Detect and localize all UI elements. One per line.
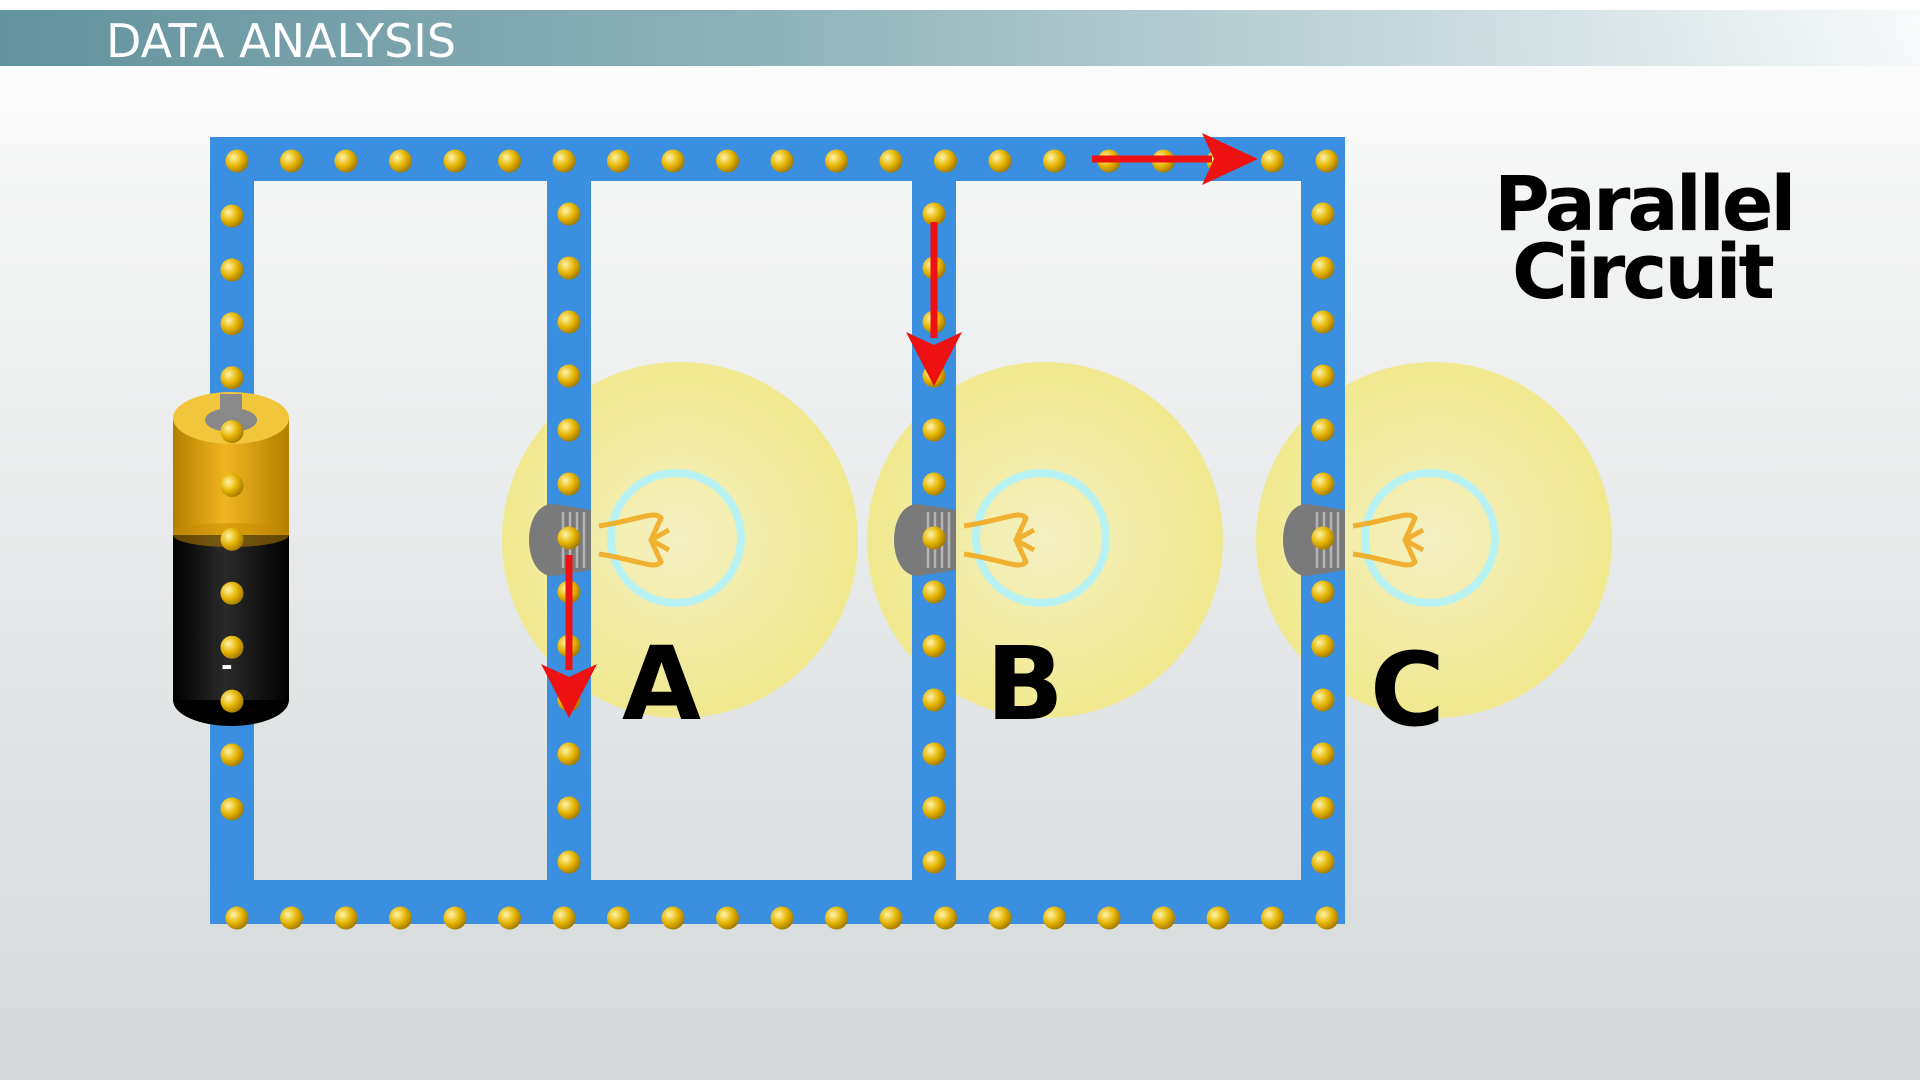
electron-dot [922,418,946,442]
electron-dot [389,149,412,173]
electron-dot [1206,906,1230,930]
electron-dot [557,796,581,820]
electron-dot [334,906,358,930]
electron-dot [552,149,576,173]
electron-dot [1311,688,1335,712]
electron-dot [220,204,244,228]
electron-dot [1261,906,1284,930]
electron-dot [389,906,412,930]
electron-dot [661,149,685,173]
electron-dot [220,635,244,659]
electron-dot [1152,906,1175,930]
electron-dot [220,797,244,821]
electron-dot [934,149,957,173]
electron-dot [922,742,946,766]
electron-dot [879,149,903,173]
electron-dot [557,742,581,766]
electron-dot [1311,418,1335,442]
electron-dot [334,149,358,173]
electron-dot [988,149,1012,173]
current-arrow-branch-a [541,555,597,718]
electron-dot [1311,472,1335,496]
electron-dot [1315,906,1339,930]
electron-dot [220,420,244,444]
electron-dot [922,580,946,604]
electron-dot [557,526,581,550]
electron-dot [607,906,630,930]
electron-dot [557,202,581,226]
electron-dot [1311,742,1335,766]
electron-dot [1097,906,1121,930]
diagram-title-line-1: Parallel [1494,159,1796,248]
electron-dot [220,366,244,390]
electron-dot [770,149,794,173]
bulb-label-b: B [986,625,1064,744]
electron-dot [557,418,581,442]
electron-dot [1311,310,1335,334]
electron-dot [557,364,581,388]
electron-dot [1311,580,1335,604]
electron-dot [220,689,244,713]
electron-dot [922,526,946,550]
electron-dot [988,906,1012,930]
electron-dot [1315,149,1339,173]
electron-dot [1311,796,1335,820]
electron-dot [1311,850,1335,874]
electron-dot [498,149,521,173]
battery-terminal [220,394,242,418]
electron-dot [922,796,946,820]
electron-dot [498,906,521,930]
current-arrow-top [1092,133,1258,185]
electron-dot [220,743,244,767]
electron-dot [922,688,946,712]
electron-dot [557,850,581,874]
electron-dot [220,312,244,336]
electron-dot [770,906,794,930]
light-bulb-a [529,469,745,607]
electron-dot [716,149,739,173]
electron-dot [825,149,848,173]
electron-dot [922,634,946,658]
electron-dot [443,149,467,173]
electron-dot [557,310,581,334]
electron-dot [220,581,244,605]
electron-dot [825,906,848,930]
header-title: DATA ANALYSIS [106,14,457,68]
electron-dot [552,906,576,930]
electron-dot [1311,526,1335,550]
electron-dot [280,906,303,930]
electron-dot [220,527,244,551]
electron-dot [716,906,739,930]
electron-dot [607,149,630,173]
current-arrows [541,133,1258,718]
electron-dot [922,850,946,874]
electron-dot [220,258,244,282]
electron-dot [922,202,946,226]
battery-negative-mark: - [221,649,233,682]
electron-dot [1311,364,1335,388]
bulb-label-a: A [622,625,701,744]
electron-dot [922,472,946,496]
electron-dot [443,906,467,930]
electron-dot [220,474,244,497]
electron-dot [1311,202,1335,226]
electron-dot [1261,149,1284,173]
electron-dot [879,906,903,930]
electron-dot [1311,256,1335,280]
electron-dot [1311,634,1335,658]
diagram-title-line-2: Circuit [1512,227,1775,316]
electron-dot [661,906,685,930]
electron-dot [1043,149,1066,173]
header-bar: DATA ANALYSIS [0,10,1920,66]
electron-dot [934,906,957,930]
electron-dot [225,906,249,930]
electron-dot [557,472,581,496]
current-arrow-branch-b [906,222,962,386]
bulb-label-c: C [1370,631,1445,750]
electron-dot [557,256,581,280]
electron-dot [225,149,249,173]
electron-dot [1043,906,1066,930]
electron-dot [280,149,303,173]
